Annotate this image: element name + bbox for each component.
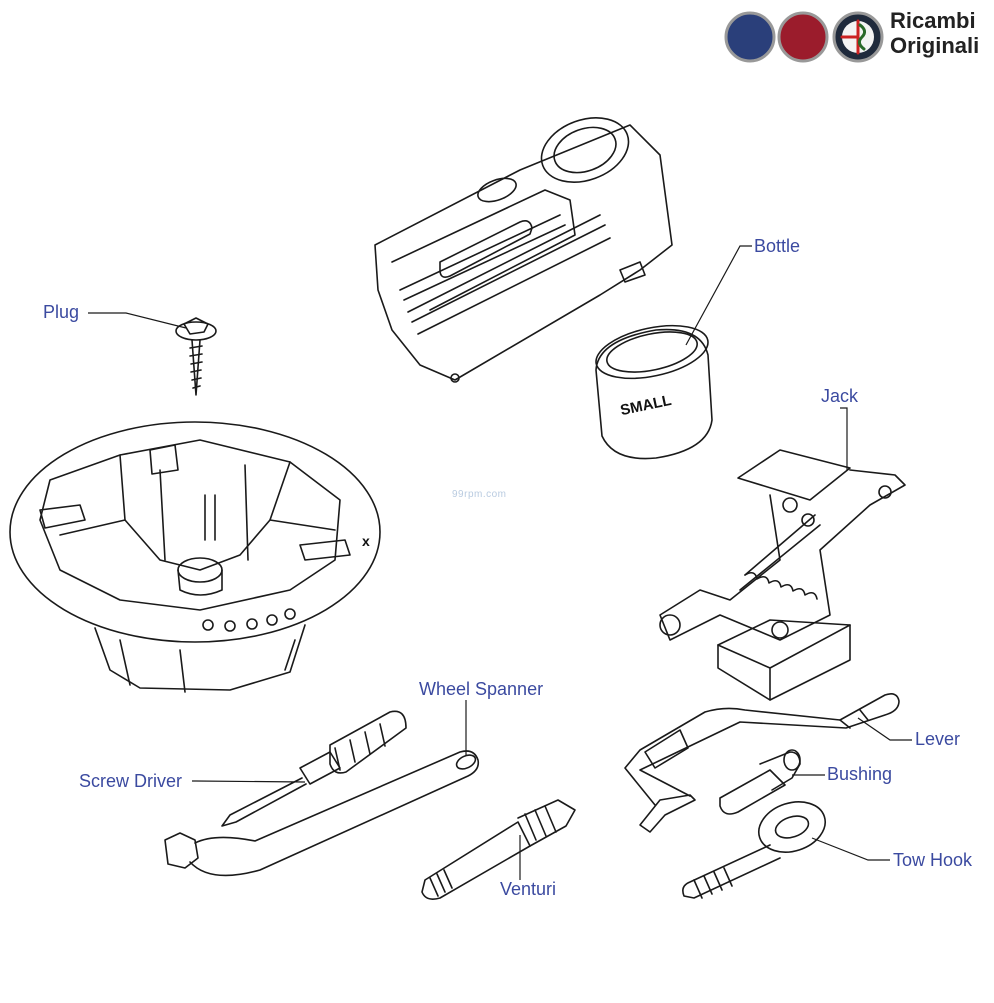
lever-drawing: [624, 693, 900, 833]
label-venturi: Venturi: [500, 879, 557, 899]
fiat-logo: [777, 11, 829, 63]
screw-driver-leader: [192, 780, 306, 783]
plug-leader: [88, 312, 187, 329]
jack-leader: [840, 407, 848, 470]
label-bushing: Bushing: [827, 764, 893, 784]
screw-driver-drawing: [221, 710, 407, 827]
label-screw-driver: Screw Driver: [79, 771, 183, 791]
leader-lines: [88, 245, 912, 880]
watermark: 99rpm.com: [452, 489, 507, 500]
bushing-drawing: [719, 749, 801, 815]
lever-leader: [857, 717, 912, 741]
bottle-leader: [685, 245, 752, 346]
jack-drawing: [659, 449, 906, 701]
wheel-spanner-drawing: [164, 750, 480, 877]
label-bottle: Bottle: [754, 236, 801, 256]
lancia-logo: [724, 11, 776, 63]
brand-logos: [724, 11, 884, 63]
label-tow-hook: Tow Hook: [893, 850, 973, 870]
venturi-drawing: [421, 799, 576, 900]
brand-text: Ricambi Originali: [890, 8, 979, 58]
label-lever: Lever: [915, 729, 961, 749]
label-jack: Jack: [821, 386, 859, 406]
tow-hook-leader: [811, 837, 890, 861]
label-wheel-spanner: Wheel Spanner: [419, 679, 544, 699]
tow-hook-drawing: [682, 801, 826, 899]
tray-drawing: [9, 421, 381, 693]
plug-drawing: [175, 317, 217, 396]
tray-mark: x: [362, 533, 370, 549]
compressor-drawing: [374, 117, 673, 383]
brand-line-2: Originali: [890, 33, 980, 58]
label-plug: Plug: [43, 302, 80, 322]
bottle-drawing: [595, 324, 713, 460]
brand-line-1: Ricambi: [890, 8, 976, 33]
